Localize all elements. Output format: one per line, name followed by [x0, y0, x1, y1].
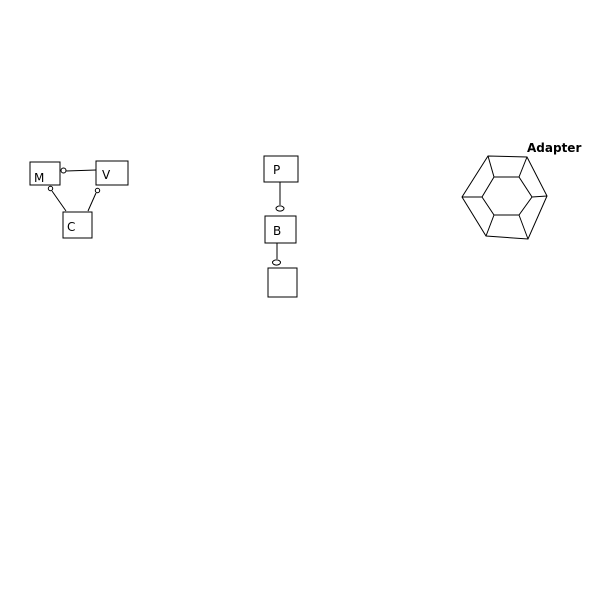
middle-bottom-socket	[272, 259, 281, 266]
model-controller-connector	[51, 190, 67, 212]
top-middle-socket	[275, 205, 285, 212]
controller-box	[62, 211, 93, 239]
adapter-edge-bottom-right	[518, 214, 529, 240]
p-box	[263, 155, 299, 183]
mvc-group: M V C	[29, 160, 129, 239]
view-box	[95, 160, 129, 186]
adapter-inner-hexagon	[481, 176, 533, 216]
adapter-edge-bottom-left	[485, 214, 495, 237]
view-label: V	[102, 168, 111, 182]
adapter-edge-top-right	[518, 156, 528, 178]
p-label: P	[273, 163, 280, 177]
model-label: M	[34, 171, 44, 185]
adapter-edge-top-left	[487, 155, 495, 178]
model-view-socket	[60, 167, 67, 174]
model-box	[29, 161, 61, 186]
bridge-group: P B	[263, 155, 299, 298]
adapter-group: Adapter	[461, 141, 581, 240]
b-box	[264, 215, 297, 244]
view-controller-socket	[94, 187, 101, 194]
adapter-title: Adapter	[527, 141, 581, 155]
b-label: B	[273, 224, 281, 238]
model-controller-socket	[47, 185, 54, 192]
adapter-edge-right	[531, 195, 548, 198]
model-view-connector	[65, 169, 97, 172]
bottom-box	[267, 267, 298, 298]
controller-label: C	[67, 220, 75, 234]
view-controller-connector	[87, 192, 97, 212]
